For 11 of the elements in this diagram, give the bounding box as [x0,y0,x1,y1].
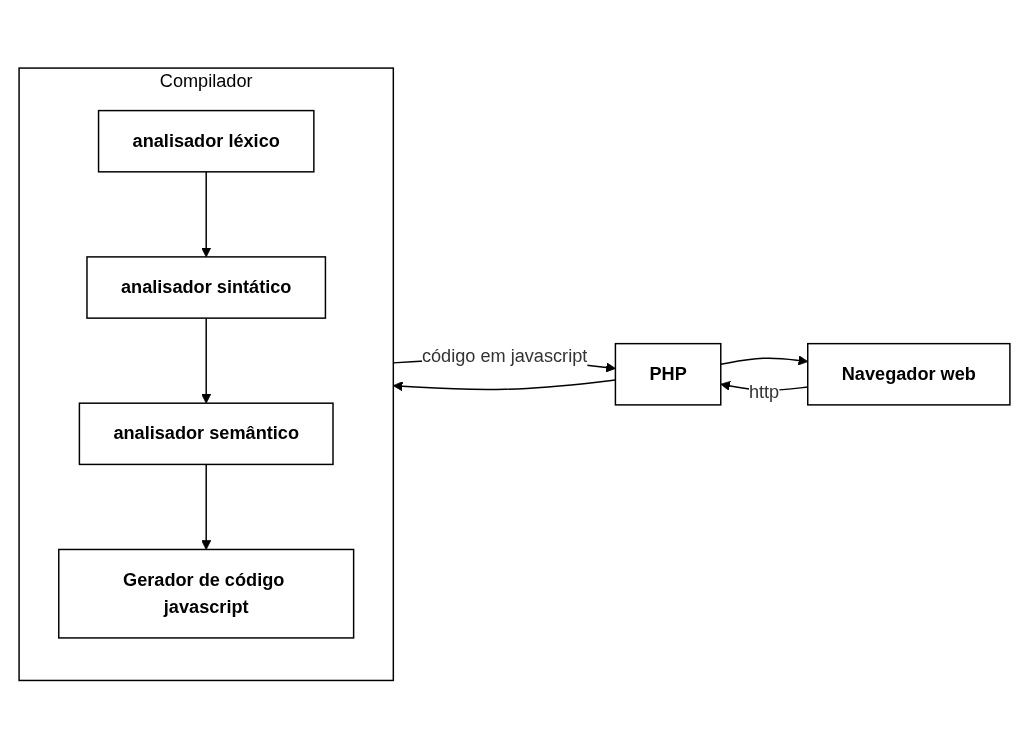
edge-label: código em javascript [421,346,588,366]
arrow [201,463,212,551]
node-box: Navegador web [807,343,1011,406]
node-box: PHP [614,343,722,406]
node-box: Gerador de código javascript [58,548,355,639]
node-box: analisador semântico [78,402,334,466]
node-box: analisador sintático [86,256,327,320]
arrow [201,317,212,404]
arrow [201,171,212,258]
edge-label: http [748,382,780,402]
node-box: analisador léxico [97,110,315,173]
